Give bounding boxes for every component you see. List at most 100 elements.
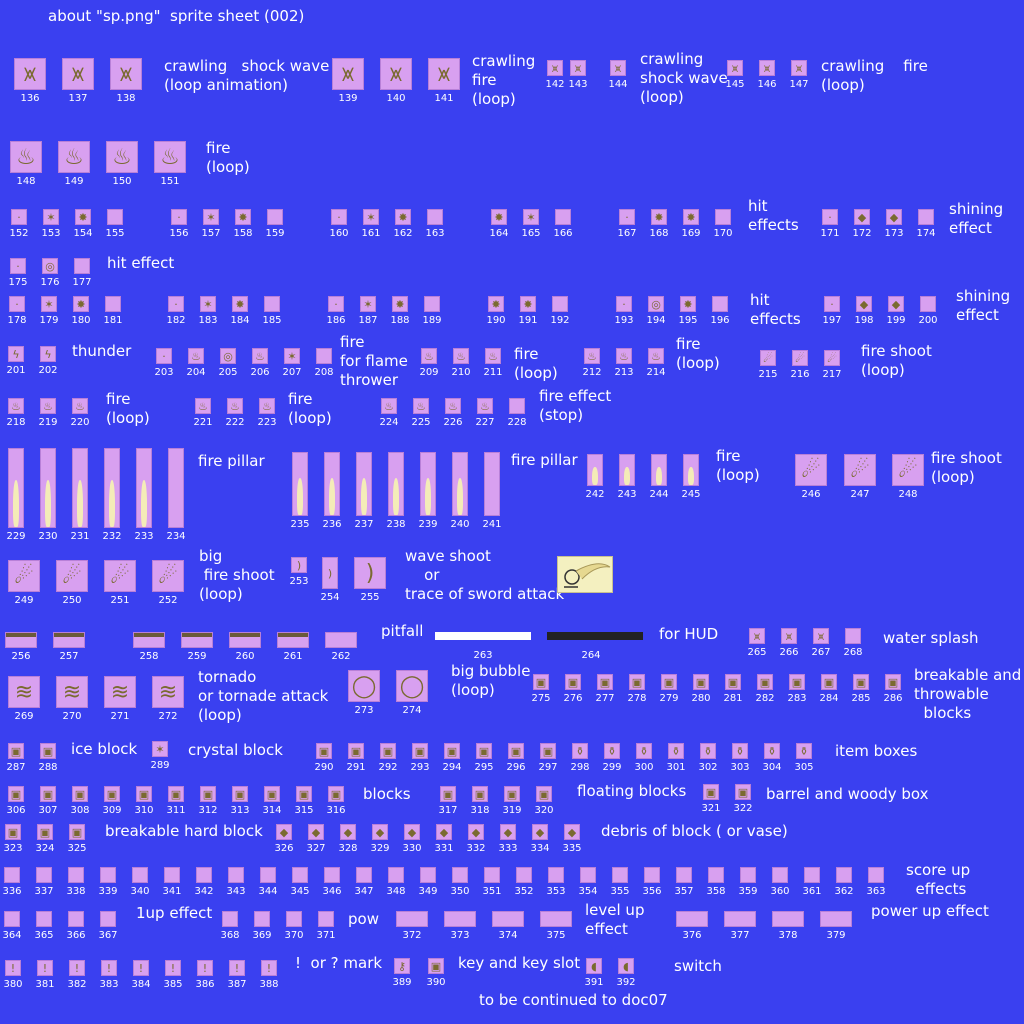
sprite-307: ▣ [40,786,56,802]
vase-icon: ⚱ [703,744,713,758]
sprite-388: ! [261,960,277,976]
sprite-278: ▣ [629,674,645,690]
sprite-number-160: 160 [329,228,349,239]
sprite-number-157: 157 [201,228,221,239]
wave-icon: ) [327,566,333,580]
sprite-number-265: 265 [747,647,767,658]
flame-icon: ♨ [488,349,498,363]
mark-icon: ! [266,961,272,975]
block-icon: ▣ [382,744,394,758]
sprite-number-137: 137 [68,93,88,104]
sprite-number-325: 325 [67,843,87,854]
sprite-number-284: 284 [819,693,839,704]
sprite-273: ◯ [348,670,380,702]
flame-icon: ♨ [416,399,426,413]
spark-icon: ✶ [206,210,216,224]
sprite-number-358: 358 [706,886,726,897]
sprite-number-141: 141 [434,93,454,104]
sprite-number-326: 326 [274,843,294,854]
sprite-number-322: 322 [733,803,753,814]
sprite-number-312: 312 [198,805,218,816]
sprite-191: ✸ [520,296,536,312]
sprite-number-365: 365 [34,930,54,941]
sprite-number-185: 185 [262,315,282,326]
sprite-204: ♨ [188,348,204,364]
sprite-371 [318,911,334,927]
sprite-160: · [331,209,347,225]
flame-icon: ♨ [112,144,132,170]
block-icon: ▣ [106,787,118,801]
sprite-number-359: 359 [738,886,758,897]
sprite-281: ▣ [725,674,741,690]
sprite-200 [920,296,936,312]
sprite-number-218: 218 [6,417,26,428]
sprite-145: ⩙ [727,60,743,76]
pitfall-edge [6,633,36,637]
block-icon: ▣ [705,785,717,799]
sprite-number-182: 182 [166,315,186,326]
sprite-274: ◯ [396,670,428,702]
sprite-number-173: 173 [884,228,904,239]
sprite-number-161: 161 [361,228,381,239]
bubble-icon: ◯ [399,673,425,699]
sprite-298: ⚱ [572,743,588,759]
sprite-140: ⩙ [380,58,412,90]
label-power-up-effect: power up effect [871,902,989,920]
crawl-icon: ⩙ [614,61,622,75]
fire-pillar-flame [297,477,303,515]
sprite-171: · [822,209,838,225]
sprite-number-236: 236 [322,519,342,530]
sprite-152: · [11,209,27,225]
hud-bar [547,632,643,640]
sprite-276: ▣ [565,674,581,690]
sprite-number-386: 386 [195,979,215,990]
sprite-183: ✶ [200,296,216,312]
sprite-number-136: 136 [20,93,40,104]
label-key-slot: key and key slot [458,954,581,972]
sprite-number-291: 291 [346,762,366,773]
sprite-375 [540,911,572,927]
shine-icon: ◆ [859,297,869,311]
sprite-number-249: 249 [14,595,34,606]
spark-icon: ✶ [44,297,54,311]
burst-icon: ✸ [683,297,693,311]
sprite-number-179: 179 [39,315,59,326]
label-big-fire-shoot-loop: big fire shoot (loop) [199,547,275,603]
sprite-number-306: 306 [6,805,26,816]
mark-icon: ! [138,961,144,975]
sprite-326: ◆ [276,824,292,840]
sprite-197: · [824,296,840,312]
block-icon: ▣ [506,787,518,801]
block-icon: ▣ [74,787,86,801]
sprite-355 [612,867,628,883]
sprite-number-145: 145 [725,79,745,90]
shoot-icon: ☄ [795,351,805,365]
sprite-389: ⚷ [394,958,410,974]
sword-trace-icon [564,563,611,588]
sprite-number-370: 370 [284,930,304,941]
dot-icon: · [15,297,19,311]
sprite-number-294: 294 [442,762,462,773]
sprite-297: ▣ [540,743,556,759]
sprite-number-384: 384 [131,979,151,990]
pitfall-edge [278,633,308,637]
sprite-321: ▣ [703,784,719,800]
sprite-number-350: 350 [450,886,470,897]
sprite-184: ✸ [232,296,248,312]
sprite-316: ▣ [328,786,344,802]
sprite-302: ⚱ [700,743,716,759]
debris-icon: ◆ [375,825,385,839]
sprite-169: ✸ [683,209,699,225]
sprite-292: ▣ [380,743,396,759]
dot-icon: · [174,297,178,311]
block-icon: ▣ [234,787,246,801]
sprite-244 [651,454,667,486]
sprite-number-360: 360 [770,886,790,897]
sprite-number-238: 238 [386,519,406,530]
label-crawling-fire-loop-2: crawling fire (loop) [821,57,928,94]
fire-pillar-flame [457,477,463,515]
ring-icon: ◎ [223,349,233,363]
crawl-icon: ⩙ [763,61,771,75]
sprite-282: ▣ [757,674,773,690]
sprite-number-167: 167 [617,228,637,239]
